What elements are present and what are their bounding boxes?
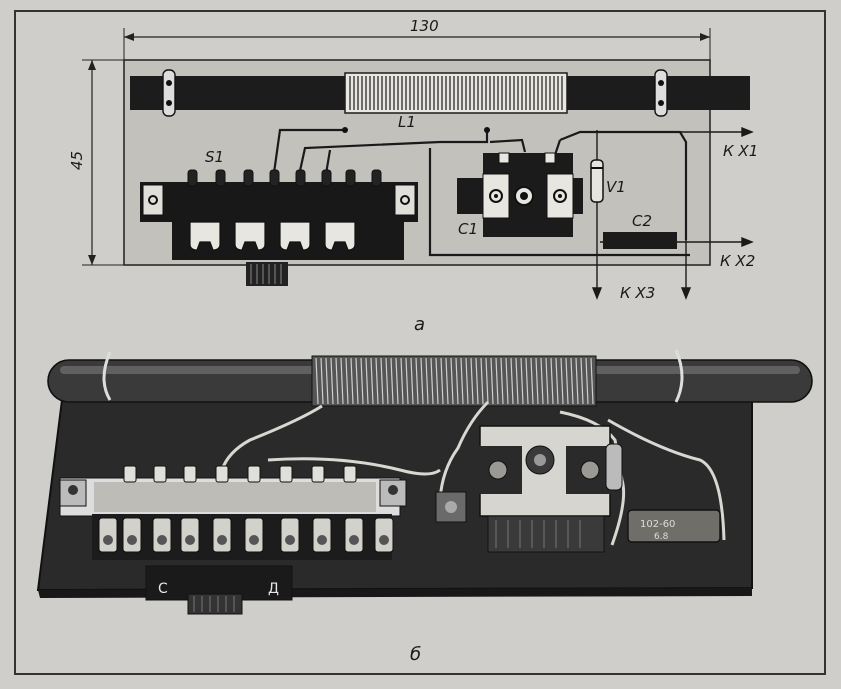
- caption-a: а: [414, 314, 425, 335]
- rod-clips-a: [162, 69, 668, 117]
- switch-s1-a: [140, 169, 418, 286]
- capacitor-marking-1: 102-60: [640, 519, 675, 530]
- label-s1: S1: [205, 148, 224, 166]
- switch-s1-b: С Д: [59, 465, 407, 615]
- dimension-height: 45: [68, 59, 124, 266]
- label-to-x3: К Х3: [620, 284, 655, 302]
- caption-b: б: [410, 644, 421, 665]
- dimension-width-label: 130: [410, 17, 439, 35]
- capacitor-c2-b: 102-60 6.8: [627, 509, 721, 543]
- figure-frame: [14, 10, 826, 675]
- figure-b: С Д: [36, 349, 813, 665]
- diode-v1-a: [590, 159, 604, 203]
- capacitor-c1-b: [476, 425, 612, 553]
- label-l1: L1: [398, 113, 416, 131]
- capacitor-c1-a: [457, 152, 583, 237]
- label-c1: C1: [458, 220, 478, 238]
- dimension-width: 130: [123, 17, 711, 60]
- switch-label-left: С: [158, 581, 168, 597]
- label-c2: C2: [632, 212, 652, 230]
- coil-l1-a: [344, 72, 568, 114]
- output-arrows-a: [591, 126, 754, 300]
- switch-label-right: Д: [268, 581, 279, 597]
- label-to-x1: К Х1: [723, 142, 758, 160]
- label-v1: V1: [606, 178, 626, 196]
- figure-a: 130 45: [68, 17, 758, 335]
- label-to-x2: К Х2: [720, 252, 755, 270]
- dimension-height-label: 45: [68, 151, 86, 170]
- capacitor-c2-a: [603, 232, 677, 249]
- capacitor-marking-2: 6.8: [654, 532, 669, 542]
- coil-l1-b: [311, 355, 597, 407]
- diode-v1-b: [605, 443, 623, 491]
